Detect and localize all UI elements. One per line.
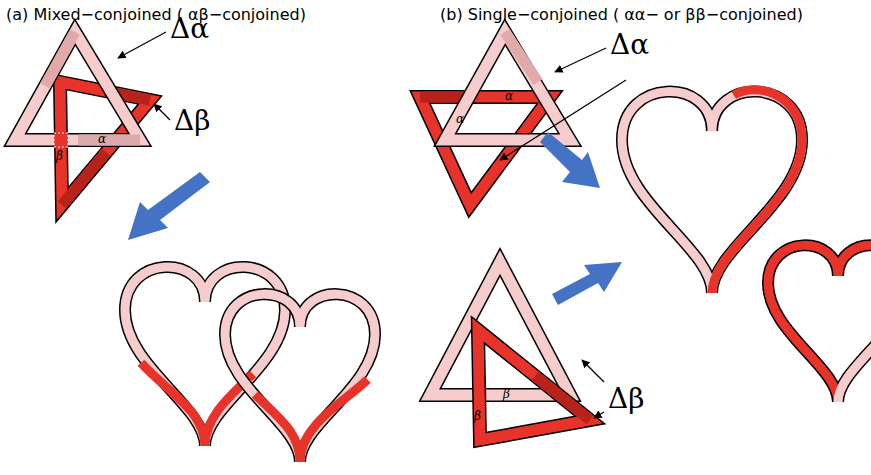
band-label: β (474, 410, 481, 423)
leader-line (154, 104, 170, 120)
panel-title: (a) Mixed−conjoined ( αβ−conjoined) (6, 6, 306, 24)
heart (768, 245, 871, 402)
triangle-label: Δα (170, 14, 209, 45)
band-label: β (503, 388, 510, 401)
leader-line (594, 412, 604, 418)
leader-line (582, 360, 604, 382)
alpha-triangle (420, 32, 570, 205)
transform-arrow (540, 132, 600, 188)
transform-arrow (552, 262, 622, 305)
band-label: α (505, 90, 513, 103)
panel-title: (b) Single−conjoined ( αα− or ββ−conjoin… (440, 6, 803, 24)
triangle-label: Δβ (608, 384, 644, 415)
band-label: β (56, 150, 63, 163)
crossing (54, 133, 68, 147)
triangle-label: Δα (610, 30, 649, 61)
triangle-label: Δβ (174, 106, 210, 137)
band-label: α (98, 133, 106, 146)
leader-line (555, 48, 606, 72)
heart (225, 294, 375, 462)
alpha-triangle (15, 32, 140, 140)
transform-arrow (128, 172, 210, 240)
leader-line (118, 32, 166, 58)
band-label: α (456, 113, 464, 126)
